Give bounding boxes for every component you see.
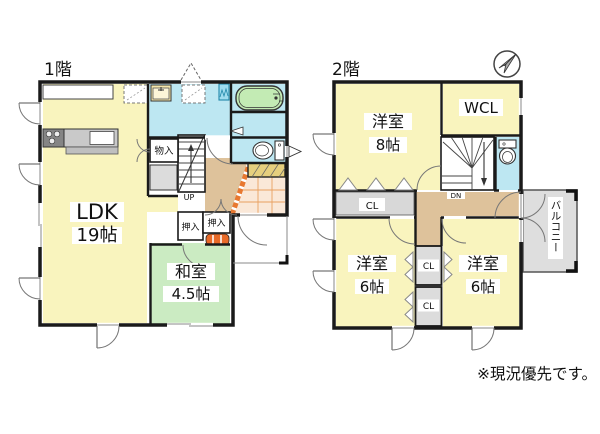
faucet-icon: [158, 87, 164, 91]
yoshitsu6-right-label-bg: [459, 255, 507, 272]
kitchen-sink: [89, 131, 115, 145]
monoire-closet: [149, 138, 179, 163]
hallway-2f: [416, 192, 519, 246]
kitchen-wall-cabinet: [42, 84, 114, 100]
refrigerator-space: [123, 84, 149, 104]
stairs-dn-label: DN: [451, 192, 462, 200]
floor2-openings: [331, 98, 524, 331]
wcl-label: WCL: [464, 99, 498, 117]
stove-burners: [45, 130, 61, 145]
floor2-outer-walls: [332, 80, 523, 330]
floor1-plan: 1階 LDK 19帖 和室 4.5帖 物入 押入 押入 UP: [18, 60, 303, 349]
toilet-bowl-2f: [498, 147, 517, 165]
washitsu-label: 和室: [175, 262, 207, 281]
oshiire-left-label: 押入: [181, 221, 199, 233]
washitsu-size: 4.5帖: [172, 285, 211, 303]
yoshitsu6-left-size-bg: [355, 279, 389, 294]
toilet-window-marker: [288, 145, 303, 158]
entrance-porch: [233, 216, 289, 265]
balcony-corner-bottom: [566, 261, 578, 273]
floor2-door-arcs: [388, 165, 546, 245]
cl-top-label-bg: [418, 259, 439, 272]
yoshitsu8-label: 洋室: [372, 112, 404, 131]
bathtub: [235, 85, 284, 111]
oshiire-left-closet: [177, 211, 204, 241]
toilet-button-1f: [277, 143, 281, 147]
balcony-label: バルコニー: [550, 200, 562, 253]
washitsu-label-bg: [167, 263, 215, 280]
cl-top-label: CL: [423, 262, 434, 272]
yoshitsu6-left-label: 洋室: [356, 254, 388, 273]
cl-bottom-label-bg: [418, 299, 439, 312]
yoshitsu6-left-label-bg: [348, 255, 396, 272]
washer-mark: [184, 87, 203, 101]
washer-pan-mark: [219, 87, 229, 98]
floor2-title: 2階: [332, 60, 360, 80]
stairs-1f-arrowhead: [188, 144, 194, 151]
hallway-1f: [205, 158, 248, 214]
floor2-plan: 2階 洋室 8帖 WCL CL DN CL CL 洋室 6帖 洋室 6帖 バルコ…: [312, 50, 578, 351]
yoshitsu6-right-size-bg: [466, 279, 500, 294]
bathtub-inner: [238, 88, 281, 108]
floor1-title: 1階: [44, 60, 72, 80]
floor2-window-arcs: [312, 133, 495, 351]
yoshitsu6-right-room: [443, 219, 519, 327]
note-text: ※現況優先です。: [477, 365, 597, 383]
genkan-grid: [238, 177, 285, 214]
toilet-button-2f: [502, 142, 506, 146]
genkan-step-stripes: [229, 164, 252, 216]
bath-door-marker: [229, 126, 244, 136]
washer-space: [181, 84, 206, 104]
yoshitsu8-size-bg: [369, 137, 407, 153]
ldk-label: LDK: [76, 200, 119, 224]
balcony-corner-top: [566, 189, 578, 201]
stairs-2f-arrowhead: [481, 178, 487, 186]
floor1-openings: [37, 79, 290, 328]
cl-main-label-bg: [359, 198, 385, 211]
washer-pan: [218, 83, 230, 101]
yoshitsu8-label-bg: [364, 113, 412, 130]
monoire-label: 物入: [154, 145, 174, 157]
floor1-window-arcs: [18, 102, 120, 349]
cl-bottom-label: CL: [423, 302, 434, 312]
storage-gray-box: [149, 164, 178, 191]
toilet-seat-1f: [255, 144, 269, 157]
ldk-label-bg: [70, 202, 124, 222]
yoshitsu6-right-size: 6帖: [471, 278, 496, 296]
yoshitsu6-left-room: [336, 219, 415, 327]
stairs-2f-steps: [441, 136, 494, 190]
washitsu-size-bg: [163, 286, 219, 302]
washitsu-room: [150, 243, 230, 325]
rear-door-swing: [180, 62, 202, 81]
shoe-cabinet-hatch: [251, 162, 286, 178]
toilet-tank-1f: [274, 140, 285, 161]
toilet-bowl-1f: [252, 141, 274, 160]
oshiire-right-closet: [202, 211, 231, 234]
yoshitsu6-left-size: 6帖: [360, 278, 385, 296]
stairs-up-label: UP: [184, 193, 195, 202]
balcony-label-bg: [548, 197, 563, 259]
ldk-size: 19帖: [77, 225, 118, 246]
bath-faucet: [274, 96, 278, 100]
bath-faucet-lines: [273, 93, 283, 102]
yoshitsu8-size: 8帖: [376, 136, 401, 154]
compass-icon: [493, 50, 521, 78]
tokonoma-stripes: [212, 235, 222, 244]
oshiire-right-label: 押入: [207, 217, 225, 229]
wcl-label-bg: [459, 99, 503, 116]
kitchen-lower-cabinet: [65, 146, 119, 155]
toilet-tank-2f: [498, 139, 517, 149]
yoshitsu6-right-label: 洋室: [467, 254, 499, 273]
toilet-seat-2f: [502, 151, 513, 163]
dn-label-bg: [447, 191, 465, 199]
cl-main-label: CL: [366, 201, 379, 212]
closet-folding-doors: [338, 177, 453, 324]
stove: [42, 128, 65, 148]
ldk-size-bg: [72, 227, 122, 244]
floor1-door-arcs: [136, 137, 268, 268]
